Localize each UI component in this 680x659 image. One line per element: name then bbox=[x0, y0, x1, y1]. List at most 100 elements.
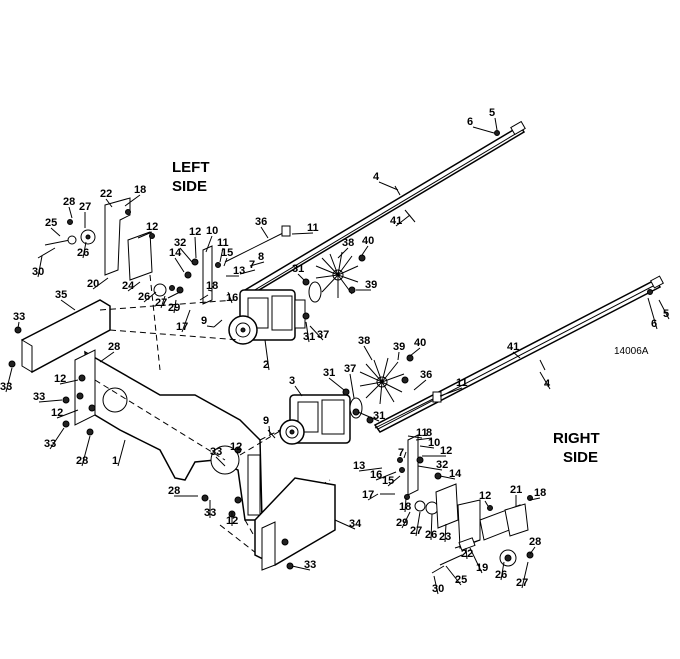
leader-line bbox=[181, 309, 191, 333]
leader-line bbox=[239, 269, 256, 275]
left-fan bbox=[315, 251, 359, 298]
leader-line bbox=[409, 347, 421, 357]
leader-line bbox=[294, 385, 303, 397]
leader-line bbox=[529, 497, 541, 501]
callout-22: 22 bbox=[100, 188, 112, 200]
callout-38: 38 bbox=[342, 237, 354, 249]
callout-28: 28 bbox=[76, 455, 88, 467]
callout-4: 4 bbox=[373, 171, 380, 183]
leader-line bbox=[82, 241, 87, 259]
leader-line bbox=[205, 235, 213, 253]
leader-line bbox=[647, 297, 658, 330]
callout-3: 3 bbox=[289, 375, 295, 387]
leader-line bbox=[124, 194, 141, 207]
leader-line bbox=[173, 299, 177, 314]
leader-line bbox=[143, 291, 157, 303]
callout-27: 27 bbox=[410, 525, 422, 537]
callout-11: 11 bbox=[217, 237, 229, 249]
callout-12: 12 bbox=[189, 226, 201, 238]
callout-18: 18 bbox=[534, 487, 546, 499]
leader-line bbox=[291, 232, 314, 235]
leader-line bbox=[512, 351, 521, 359]
callout-33: 33 bbox=[33, 391, 45, 403]
leader-line bbox=[249, 261, 265, 267]
leader-line bbox=[363, 345, 373, 361]
leader-line bbox=[401, 511, 411, 529]
callout-11: 11 bbox=[456, 377, 468, 389]
leader-line bbox=[227, 291, 233, 304]
callout-25: 25 bbox=[455, 574, 467, 586]
leader-line bbox=[127, 281, 141, 292]
leader-line bbox=[349, 373, 355, 399]
leader-line bbox=[387, 475, 401, 487]
leader-line bbox=[328, 377, 345, 391]
leader-line bbox=[403, 451, 407, 459]
callout-28: 28 bbox=[63, 196, 75, 208]
callout-39: 39 bbox=[365, 279, 377, 291]
leader-line bbox=[194, 236, 197, 259]
callout-12: 12 bbox=[51, 407, 63, 419]
leader-line bbox=[445, 565, 462, 586]
leader-line bbox=[268, 425, 271, 436]
leader-line bbox=[179, 247, 193, 263]
right-shield bbox=[254, 477, 336, 571]
leader-line bbox=[500, 561, 505, 581]
leader-line bbox=[337, 247, 349, 259]
leader-line bbox=[375, 471, 397, 481]
leader-line bbox=[469, 547, 483, 574]
callout-13: 13 bbox=[353, 460, 365, 472]
right-pump-assembly bbox=[267, 354, 459, 529]
callout-26: 26 bbox=[138, 291, 150, 303]
leader-line bbox=[264, 339, 270, 371]
callout-27: 27 bbox=[516, 577, 528, 589]
callout-8: 8 bbox=[426, 427, 432, 439]
callout-27: 27 bbox=[79, 201, 91, 213]
callout-36: 36 bbox=[420, 369, 432, 381]
leader-line bbox=[60, 299, 76, 311]
leader-line bbox=[260, 226, 269, 239]
callout-31: 31 bbox=[373, 410, 385, 422]
leader-line bbox=[404, 497, 407, 513]
callout-6: 6 bbox=[651, 318, 657, 330]
figure-code: 14006A bbox=[614, 346, 649, 357]
leader-line bbox=[223, 257, 228, 267]
callout-26: 26 bbox=[77, 247, 89, 259]
leader-line bbox=[297, 273, 305, 281]
left-side-title-line2: SIDE bbox=[172, 178, 207, 195]
leader-line bbox=[419, 445, 435, 449]
callout-28: 28 bbox=[108, 341, 120, 353]
callout-21: 21 bbox=[510, 484, 522, 496]
callout-38: 38 bbox=[358, 335, 370, 347]
callout-12: 12 bbox=[146, 221, 158, 233]
callout-14: 14 bbox=[169, 247, 182, 259]
callout-24: 24 bbox=[122, 280, 135, 292]
callout-13: 13 bbox=[233, 265, 245, 277]
leader-line bbox=[305, 321, 310, 343]
callout-17: 17 bbox=[362, 489, 374, 501]
leader-line bbox=[539, 371, 551, 390]
leader-line bbox=[529, 546, 536, 555]
callout-10: 10 bbox=[428, 437, 440, 449]
callout-28: 28 bbox=[529, 536, 541, 548]
callout-31: 31 bbox=[323, 367, 335, 379]
leader-line bbox=[465, 547, 468, 560]
callout-37: 37 bbox=[317, 329, 329, 341]
left-side-title-line1: LEFT bbox=[172, 159, 210, 176]
leader-line bbox=[105, 198, 113, 208]
callout-39: 39 bbox=[393, 341, 405, 353]
leader-line bbox=[472, 126, 495, 134]
callout-34: 34 bbox=[349, 518, 362, 530]
callout-30: 30 bbox=[32, 266, 44, 278]
leader-line bbox=[59, 379, 79, 385]
leader-line bbox=[81, 435, 91, 467]
callout-16: 16 bbox=[370, 469, 382, 481]
leader-line bbox=[50, 227, 61, 237]
callout-33: 33 bbox=[13, 311, 25, 323]
callout-29: 29 bbox=[168, 302, 180, 314]
callout-12: 12 bbox=[230, 441, 242, 453]
callout-33: 33 bbox=[44, 438, 56, 450]
callout-12: 12 bbox=[479, 490, 491, 502]
leader-line bbox=[137, 231, 153, 239]
leader-line bbox=[521, 561, 529, 589]
